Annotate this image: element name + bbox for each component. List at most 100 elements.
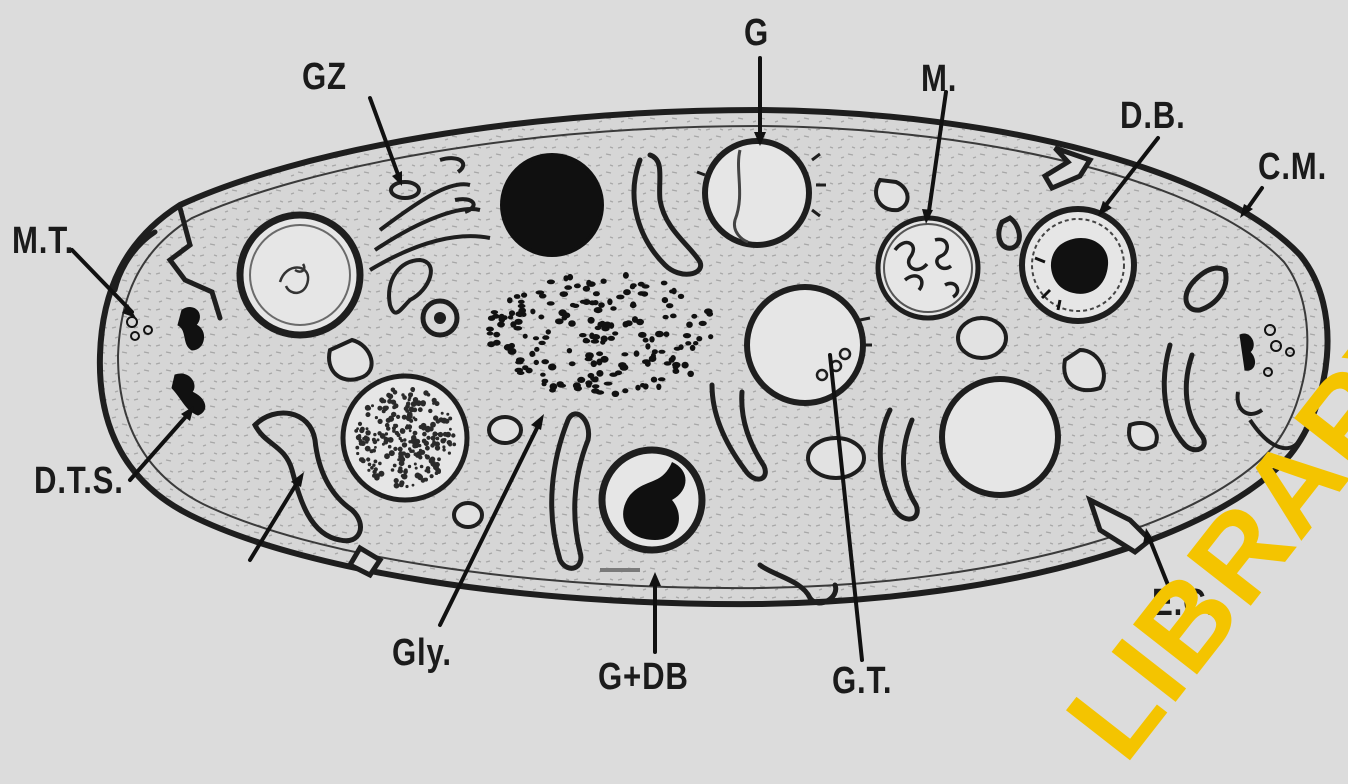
granule-particle (385, 432, 388, 435)
glycogen-particle (560, 291, 569, 297)
glycogen-particle (645, 343, 650, 349)
granule-particle (428, 409, 432, 413)
glycogen-particle (547, 301, 555, 305)
granule-particle (437, 457, 441, 461)
granule-particle (382, 409, 386, 413)
granule-particle (362, 437, 366, 441)
granule-particle (377, 406, 382, 411)
granule-particle (445, 432, 451, 438)
granule-particle (384, 453, 390, 459)
glycogen-particle (548, 364, 556, 371)
granule-particle (397, 433, 401, 437)
granule-particle (371, 404, 374, 407)
granule-particle (435, 401, 440, 406)
granule-particle (414, 463, 417, 466)
granule-particle (430, 443, 434, 447)
granule-particle (409, 407, 415, 413)
granule-particle (378, 462, 382, 466)
granule-particle (418, 407, 423, 412)
granule-particle (372, 464, 375, 467)
granule-particle (407, 412, 413, 418)
granule-particle (377, 438, 380, 441)
glycogen-particle (623, 289, 631, 295)
label-gly: Gly. (392, 632, 452, 675)
granule-particle (411, 388, 415, 392)
glycogen-particle (510, 321, 516, 327)
granule-particle (415, 467, 418, 470)
granule-particle (384, 437, 389, 442)
granule-particle (452, 443, 456, 447)
granule-particle (359, 428, 364, 433)
glycogen-particle (533, 336, 539, 340)
granule-particle (393, 390, 398, 395)
glycogen-particle (638, 291, 646, 296)
glycogen-particle (670, 314, 677, 319)
granule-particle (438, 432, 443, 437)
glycogen-particle (487, 332, 494, 336)
granule-particle (366, 431, 369, 434)
glycogen-particle (616, 295, 624, 300)
glycogen-particle (526, 368, 533, 374)
granule-particle (374, 460, 378, 464)
glycogen-particle (625, 320, 633, 326)
glycogen-particle (599, 321, 606, 328)
granule-particle (393, 447, 397, 451)
granule-particle (429, 426, 434, 431)
granule-particle (442, 445, 445, 448)
granule-particle (356, 452, 359, 455)
granule-particle (398, 469, 403, 474)
glycogen-particle (585, 357, 593, 361)
granule-particle (372, 438, 376, 442)
glycogen-particle (541, 359, 549, 364)
granule-particle (392, 405, 396, 409)
granule-particle (405, 485, 408, 488)
glycogen-particle (534, 347, 539, 352)
glycogen-particle (612, 331, 618, 335)
label-gz: GZ (302, 56, 347, 99)
granule-particle (365, 405, 371, 411)
label-db: D.B. (1120, 95, 1186, 138)
glycogen-particle (507, 297, 513, 303)
glycogen-particle (643, 383, 649, 389)
granule-particle (382, 443, 385, 446)
granule-particle (389, 416, 393, 420)
glycogen-particle (598, 302, 605, 308)
glycogen-particle (592, 334, 601, 340)
granule-particle (399, 482, 404, 487)
granule-particle (443, 438, 447, 442)
granule-particle (385, 423, 390, 428)
glycogen-particle (622, 388, 628, 393)
glycogen-particle (686, 322, 693, 328)
granule-particle (415, 453, 420, 458)
granule-particle (375, 416, 378, 419)
glycogen-particle (514, 294, 521, 299)
granule-particle (442, 448, 445, 451)
granule-particle (402, 442, 407, 447)
granule-particle (366, 413, 370, 417)
glycogen-particle (683, 333, 691, 338)
glycogen-particle (693, 341, 698, 345)
glycogen-particle (651, 377, 657, 383)
glycogen-particle (635, 385, 640, 391)
granule-particle (356, 427, 359, 430)
glycogen-particle (583, 286, 590, 292)
glycogen-particle (708, 334, 713, 339)
glycogen-particle (621, 352, 628, 356)
granule-particle (374, 475, 380, 481)
granule-particle (431, 436, 436, 441)
granule-particle (420, 400, 426, 406)
glycogen-particle (658, 350, 665, 354)
granule-particle (403, 438, 406, 441)
glycogen-particle (678, 294, 684, 299)
glycogen-particle (499, 314, 505, 321)
granule-particle (414, 418, 417, 421)
glycogen-particle (567, 348, 572, 353)
glycogen-particle (534, 360, 539, 365)
glycogen-particle (493, 332, 500, 338)
granule-particle (394, 424, 398, 428)
granule-particle (430, 474, 434, 478)
label-dts: D.T.S. (34, 460, 124, 503)
glycogen-particle (592, 384, 600, 388)
glycogen-particle (558, 309, 566, 316)
glycogen-particle (564, 285, 572, 290)
